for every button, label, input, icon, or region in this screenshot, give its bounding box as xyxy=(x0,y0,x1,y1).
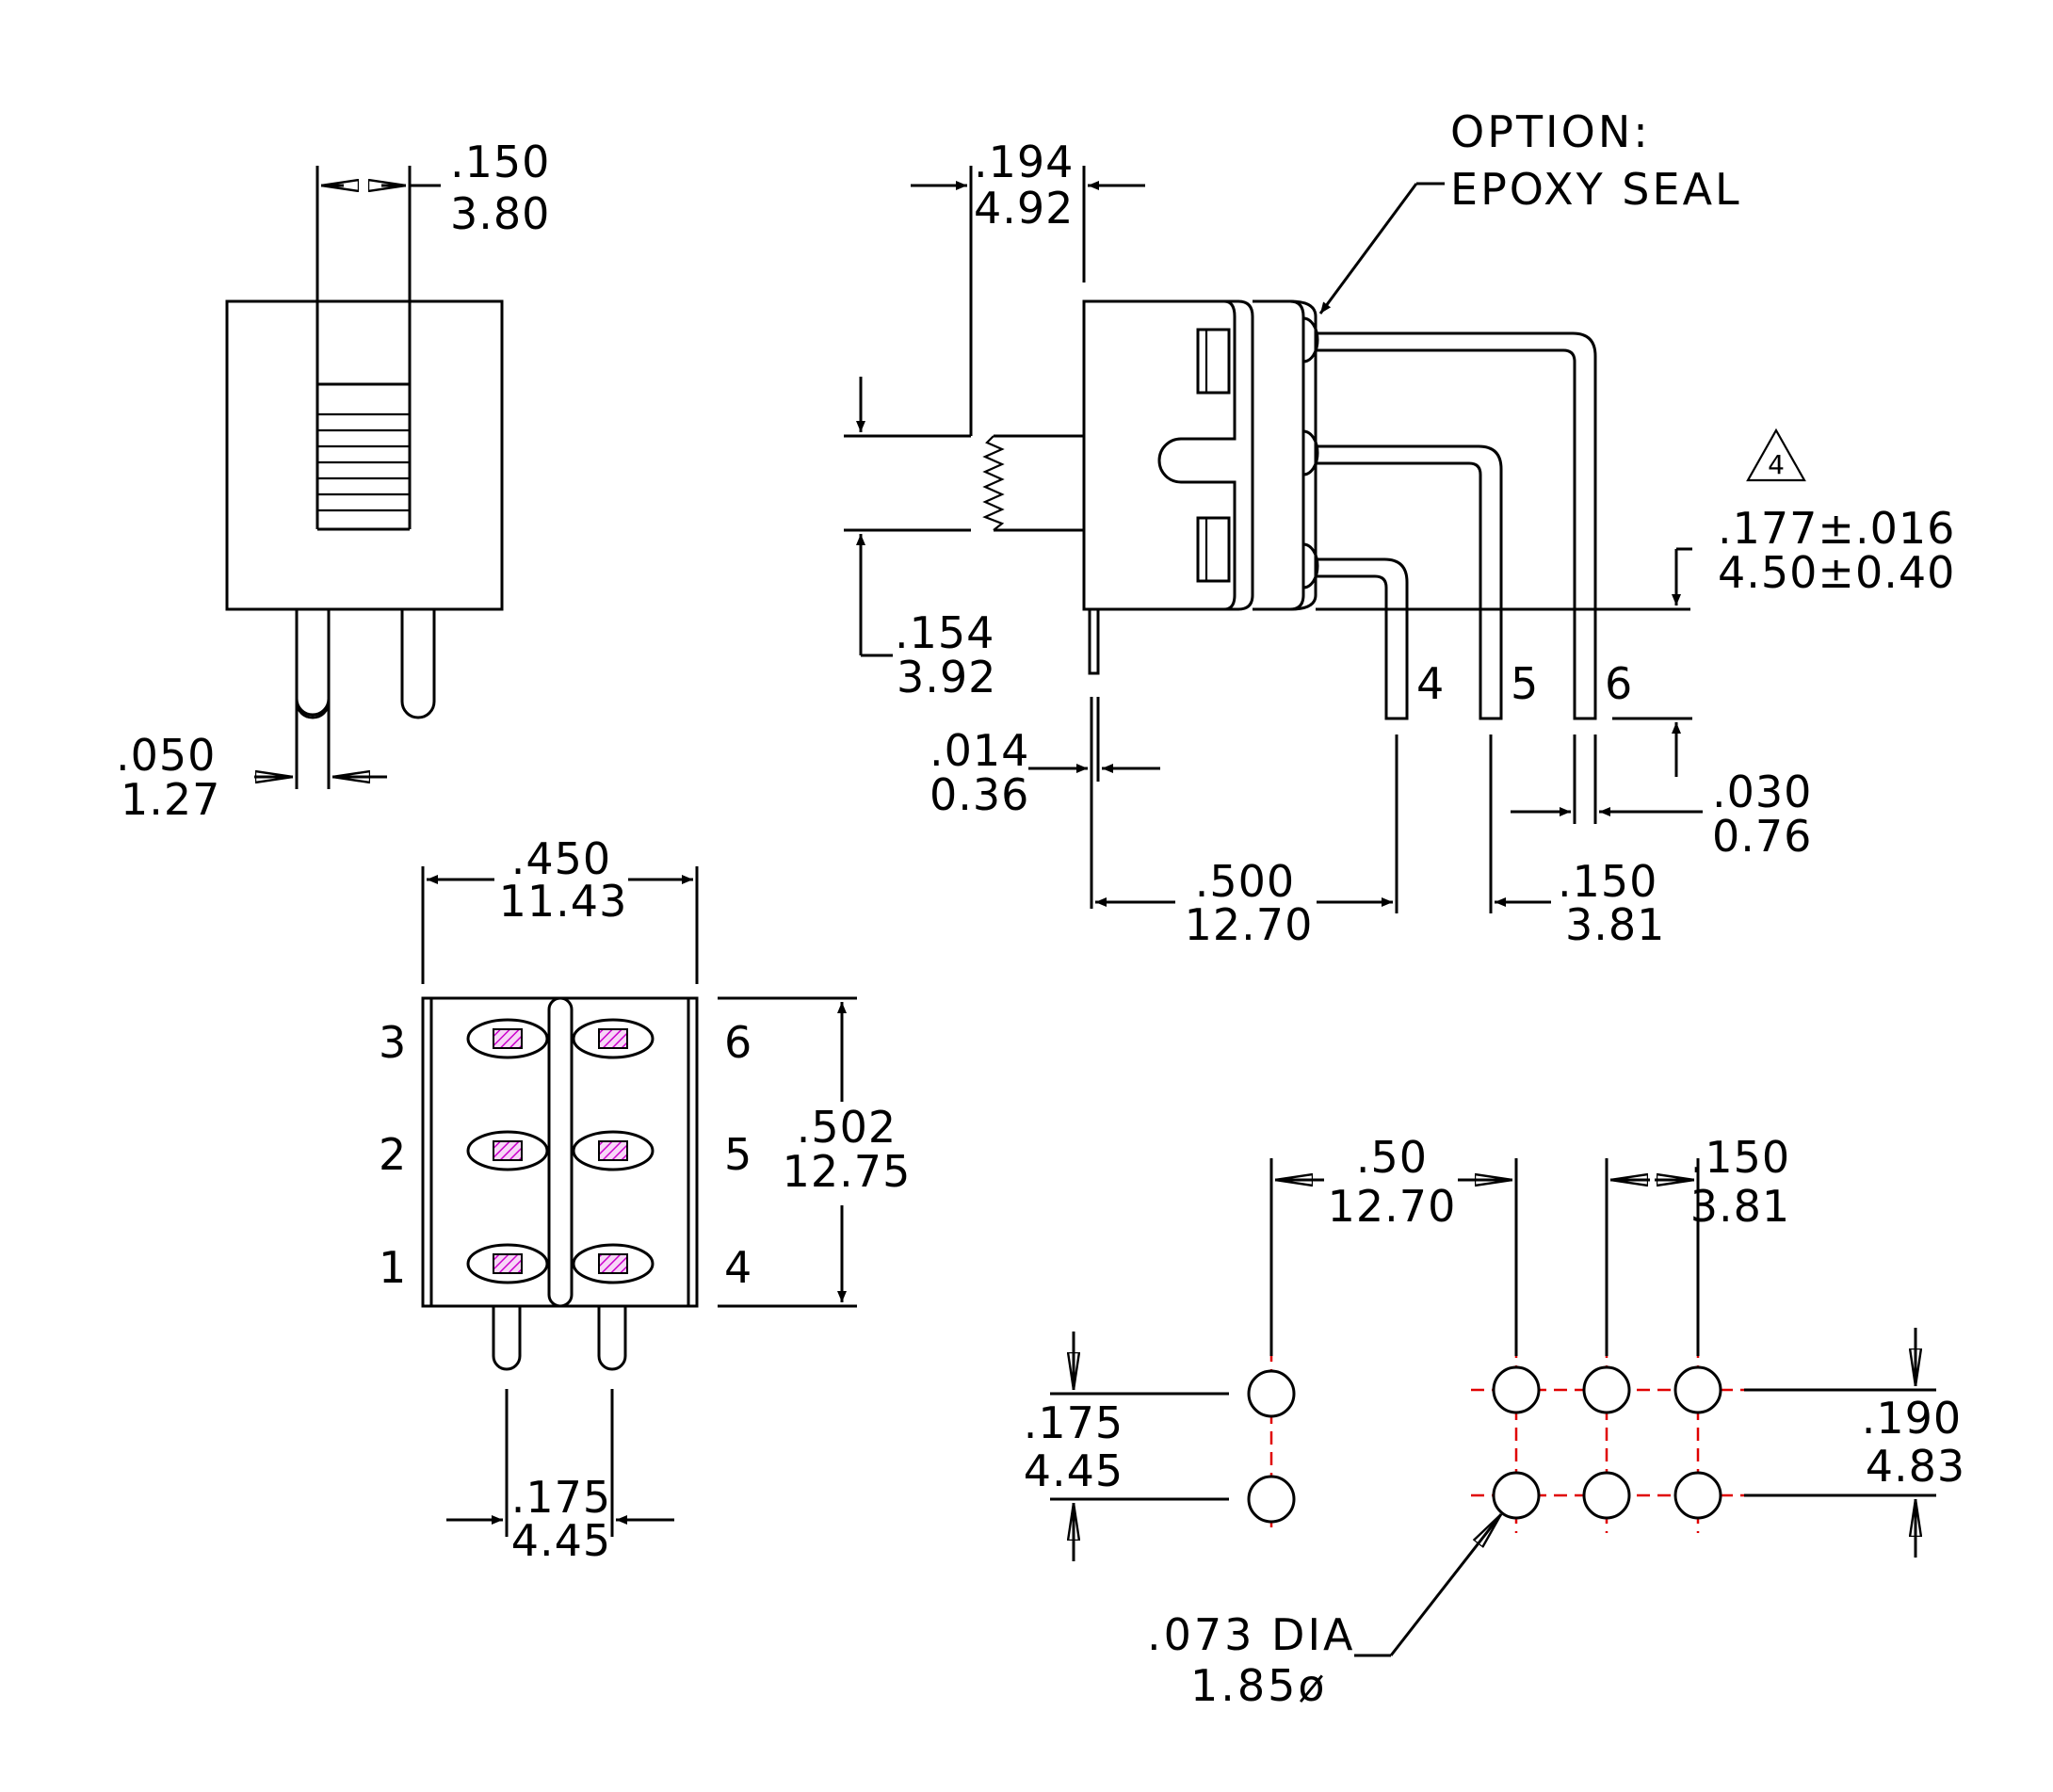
terminal-hole-1 xyxy=(1492,1365,1541,1414)
pcb-dim-terminal-rows-in: .190 xyxy=(1862,1393,1962,1444)
pcb-dim-mount-rows-mm: 4.45 xyxy=(1024,1445,1123,1496)
pin-label-5: 5 xyxy=(724,1129,752,1180)
terminal-5 xyxy=(1316,444,1503,720)
epoxy-seal-label: EPOXY SEAL xyxy=(1450,164,1742,215)
pad-6 xyxy=(572,1018,655,1059)
bottom-dim-height-in: .502 xyxy=(797,1102,897,1153)
pcb-dim-mount-to-terminal-in: .50 xyxy=(1356,1132,1428,1183)
side-pin-label-5: 5 xyxy=(1511,658,1538,709)
side-dim-actuator-height-in: .154 xyxy=(895,607,994,658)
terminal-4 xyxy=(1316,557,1409,720)
pin-label-3: 3 xyxy=(379,1017,406,1068)
pad-1 xyxy=(466,1243,549,1284)
top-dim-pin-width-mm: 1.27 xyxy=(121,774,220,825)
terminal-hole-4 xyxy=(1492,1471,1541,1520)
bottom-dim-width-mm: 11.43 xyxy=(499,876,628,927)
side-dim-actuator-height-mm: 3.92 xyxy=(897,652,996,702)
terminal-hole-2 xyxy=(1582,1365,1631,1414)
side-dim-pin-thickness-mm: 0.76 xyxy=(1712,811,1812,862)
pin-label-6: 6 xyxy=(724,1017,752,1068)
top-pin-2 xyxy=(400,609,436,719)
side-dim-first-pin-in: .500 xyxy=(1195,856,1295,907)
mount-hole-top xyxy=(1247,1369,1296,1418)
top-dim-actuator-width-in: .150 xyxy=(450,137,550,187)
switch-body-top xyxy=(225,299,504,611)
side-dim-standoff-in: .177±.016 xyxy=(1718,503,1955,554)
terminal-6 xyxy=(1316,331,1597,720)
bottom-view: 3 2 1 6 5 4 .450 11.43 .502 12.75 .175 4… xyxy=(379,833,912,1566)
top-view: .150 3.80 .050 1.27 xyxy=(116,137,550,825)
mount-pin-left xyxy=(492,1306,522,1371)
side-dim-mount-pin-mm: 0.36 xyxy=(930,769,1029,820)
pad-5 xyxy=(572,1130,655,1171)
note-flag-number: 4 xyxy=(1768,449,1785,480)
bottom-dim-height-mm: 12.75 xyxy=(783,1146,912,1197)
side-pin-label-6: 6 xyxy=(1605,658,1632,709)
side-pin-label-4: 4 xyxy=(1416,658,1444,709)
terminal-hole-6 xyxy=(1673,1471,1722,1520)
option-label: OPTION: xyxy=(1450,106,1651,157)
switch-body-side xyxy=(1082,299,1254,611)
top-dim-actuator-width-mm: 3.80 xyxy=(450,188,550,239)
side-dim-pin-thickness-in: .030 xyxy=(1712,767,1812,817)
side-dim-pin-pitch-in: .150 xyxy=(1558,856,1657,907)
pad-4 xyxy=(572,1243,655,1284)
top-dim-pin-width-in: .050 xyxy=(116,730,216,781)
side-dim-first-pin-mm: 12.70 xyxy=(1185,899,1314,950)
note-flag-triangle xyxy=(1746,428,1806,482)
side-dim-pin-pitch-mm: 3.81 xyxy=(1565,899,1665,950)
pcb-dim-terminal-pitch-in: .150 xyxy=(1690,1132,1790,1183)
bottom-dim-mount-spacing-mm: 4.45 xyxy=(511,1515,611,1566)
terminal-hole-5 xyxy=(1582,1471,1631,1520)
pcb-hole-dia-mm: 1.85ø xyxy=(1190,1660,1328,1711)
center-rib xyxy=(547,996,574,1308)
pcb-dim-terminal-rows-mm: 4.83 xyxy=(1866,1441,1965,1492)
top-pin-1 xyxy=(295,609,331,717)
side-dim-mount-pin-in: .014 xyxy=(930,725,1029,776)
pad-3 xyxy=(466,1018,549,1059)
pcb-dim-mount-to-terminal-mm: 12.70 xyxy=(1328,1181,1457,1232)
bottom-dim-mount-spacing-in: .175 xyxy=(511,1472,611,1523)
pcb-layout: .50 12.70 .150 3.81 .175 4.45 .190 4.83 … xyxy=(1024,1132,1965,1711)
actuator-break-line xyxy=(982,435,1005,531)
side-dim-travel-in: .194 xyxy=(974,137,1074,187)
pcb-dim-mount-rows-in: .175 xyxy=(1024,1397,1123,1448)
pcb-dim-terminal-pitch-mm: 3.81 xyxy=(1690,1181,1790,1232)
pad-2 xyxy=(466,1130,549,1171)
side-view: .194 4.92 .154 3.92 .177±.016 4.50±0.40 … xyxy=(844,106,1955,950)
side-dim-travel-mm: 4.92 xyxy=(974,183,1074,234)
side-dim-standoff-mm: 4.50±0.40 xyxy=(1718,547,1955,598)
pin-label-4: 4 xyxy=(724,1242,752,1293)
pin-label-2: 2 xyxy=(379,1129,406,1180)
pin-label-1: 1 xyxy=(379,1242,406,1293)
bottom-dim-width-in: .450 xyxy=(511,833,611,884)
mount-pin-right xyxy=(597,1306,627,1371)
switch-body-bottom xyxy=(421,996,699,1308)
pcb-hole-dia-in: .073 DIA xyxy=(1147,1609,1356,1660)
mount-hole-bottom xyxy=(1247,1475,1296,1524)
terminal-hole-3 xyxy=(1673,1365,1722,1414)
